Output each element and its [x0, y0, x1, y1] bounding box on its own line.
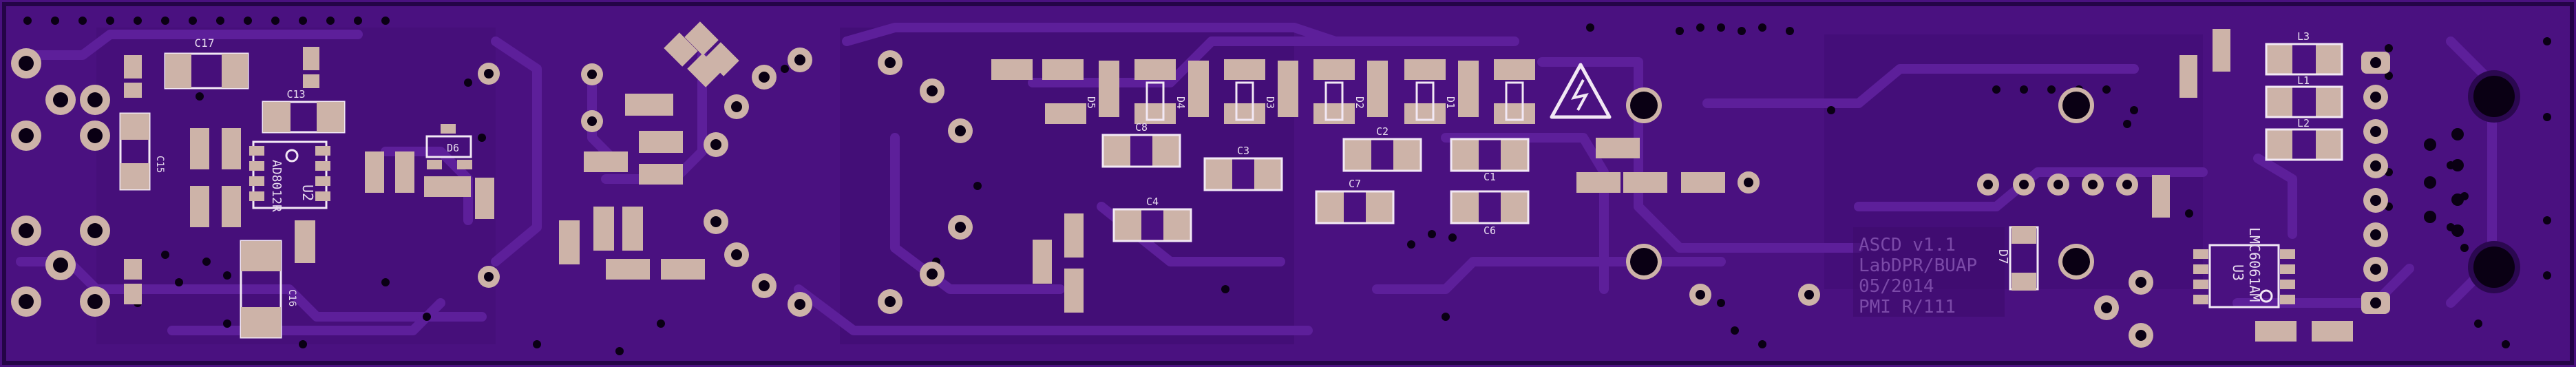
legend-line-2: LabDPR/BUAP	[1859, 255, 1977, 276]
label-u2: U2	[299, 185, 316, 201]
label-c2: C2	[1376, 125, 1389, 138]
label-d4: D4	[1174, 96, 1187, 109]
smd-components	[119, 21, 2353, 342]
label-d2: D2	[1353, 96, 1366, 109]
label-c3: C3	[1237, 145, 1249, 157]
board-legend: ASCD v1.1 LabDPR/BUAP 05/2014 PMI R/111	[1853, 227, 2005, 317]
legend-line-1: ASCD v1.1	[1859, 235, 1956, 255]
mounting-holes	[1626, 70, 2520, 293]
label-c7: C7	[1349, 178, 1361, 190]
through-hole-pads	[11, 48, 2390, 348]
label-d6: D6	[447, 142, 459, 154]
legend-line-3: 05/2014	[1859, 276, 1934, 297]
label-c8: C8	[1135, 121, 1148, 134]
silkscreen-labels: C17 C15 C13 U2 AD8012R D6 C16 D5 D4 D3 D…	[154, 30, 2310, 306]
high-voltage-warning-icon	[1550, 63, 1612, 119]
label-d5: D5	[1085, 96, 1097, 109]
label-ad8012: AD8012R	[269, 160, 284, 212]
label-u3: U3	[2230, 264, 2246, 281]
legend-line-4: PMI R/111	[1859, 297, 1956, 317]
label-l2: L2	[2297, 117, 2310, 129]
label-c1: C1	[1484, 171, 1496, 183]
label-d1: D1	[1444, 96, 1457, 109]
label-c15: C15	[154, 156, 165, 173]
label-l3: L3	[2297, 30, 2310, 43]
label-lmc6061: LMC6061AM	[2246, 227, 2263, 302]
label-l1: L1	[2297, 74, 2310, 87]
label-c17: C17	[195, 36, 215, 50]
label-d7: D7	[1996, 249, 2010, 264]
label-c16: C16	[286, 289, 297, 306]
label-c13: C13	[286, 88, 305, 101]
label-d3: D3	[1264, 96, 1276, 109]
label-c6: C6	[1484, 224, 1496, 237]
label-c4: C4	[1146, 196, 1159, 208]
